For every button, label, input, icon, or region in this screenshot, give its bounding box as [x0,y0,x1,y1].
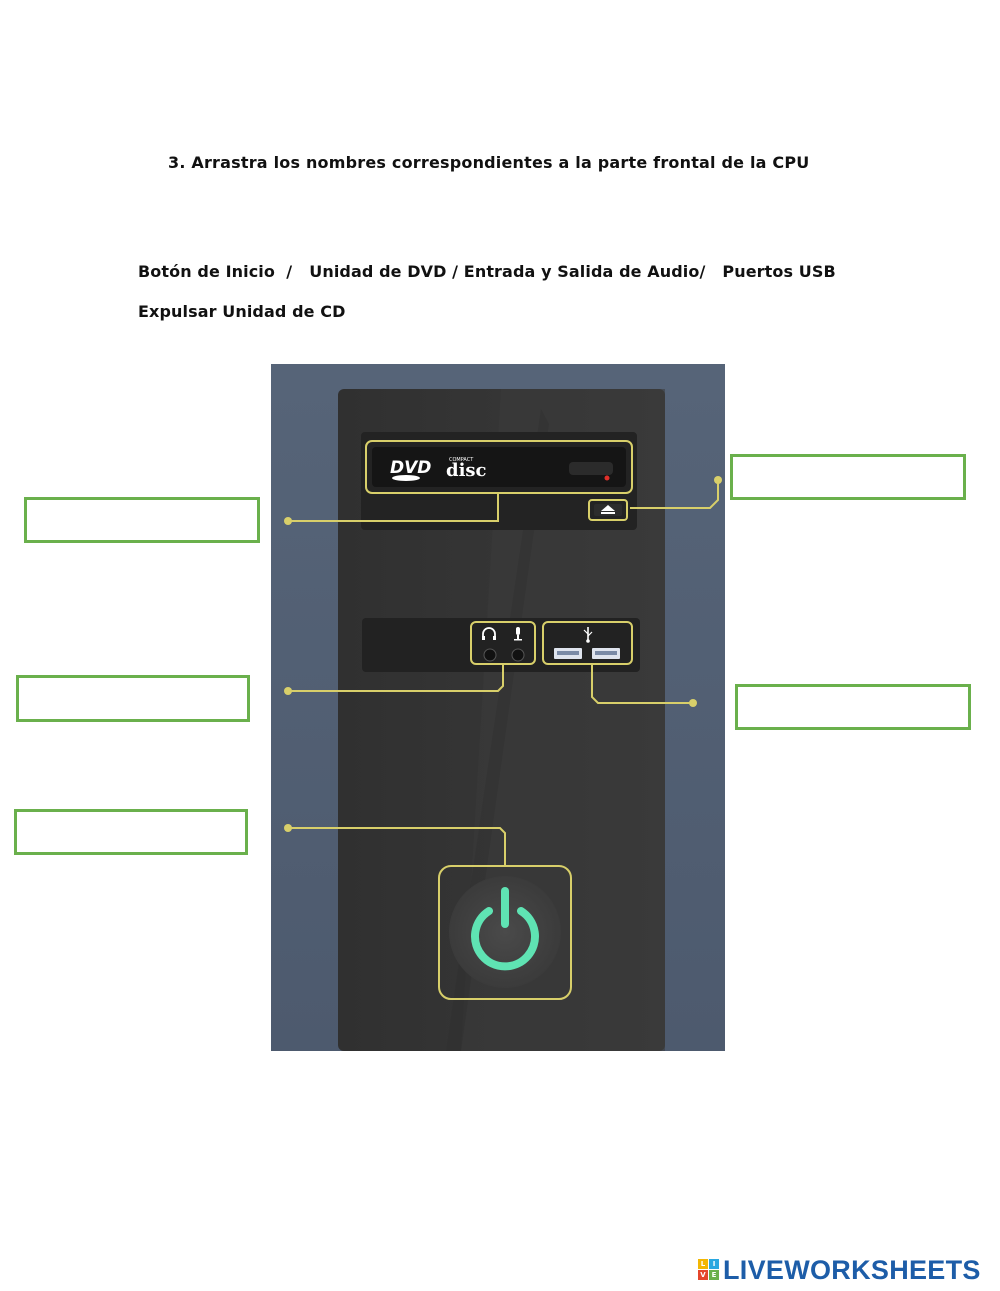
compact-label: COMPACT [449,457,474,463]
drop-zone-audio[interactable] [16,675,250,722]
word-bank-line-1: Botón de Inicio / Unidad de DVD / Entrad… [138,262,836,281]
drop-zone-power[interactable] [14,809,248,855]
microphone-icon [514,627,522,641]
usb-icon [583,627,593,643]
cpu-front-image: DVD COMPACT disc [271,364,725,1051]
connector-dvd [288,494,499,522]
brand-name: LIVEWORKSHEETS [723,1254,981,1285]
connector-audio [288,664,504,692]
drop-zone-eject[interactable] [730,454,966,500]
word-bank-line-2: Expulsar Unidad de CD [138,302,346,321]
instruction-text: 3. Arrastra los nombres correspondientes… [168,153,810,172]
power-icon [471,887,539,971]
disc-logo: disc [446,460,487,481]
connector-eject [630,480,719,509]
headphone-jack [483,648,497,662]
drop-zone-usb[interactable] [735,684,971,730]
headphones-icon [482,627,496,640]
tray-slot [569,462,613,475]
eject-icon [594,504,622,516]
liveworksheets-brand[interactable]: L I V E LIVEWORKSHEETS [698,1255,981,1285]
mic-jack [511,648,525,662]
dvd-logo: DVD [390,458,431,478]
drop-zone-dvd[interactable] [24,497,260,543]
liveworksheets-logo-icon: L I V E [698,1259,720,1281]
activity-led [604,475,610,481]
connector-power [288,827,506,866]
dvd-tray [372,447,626,487]
connector-usb [591,664,693,704]
power-button [449,876,561,988]
